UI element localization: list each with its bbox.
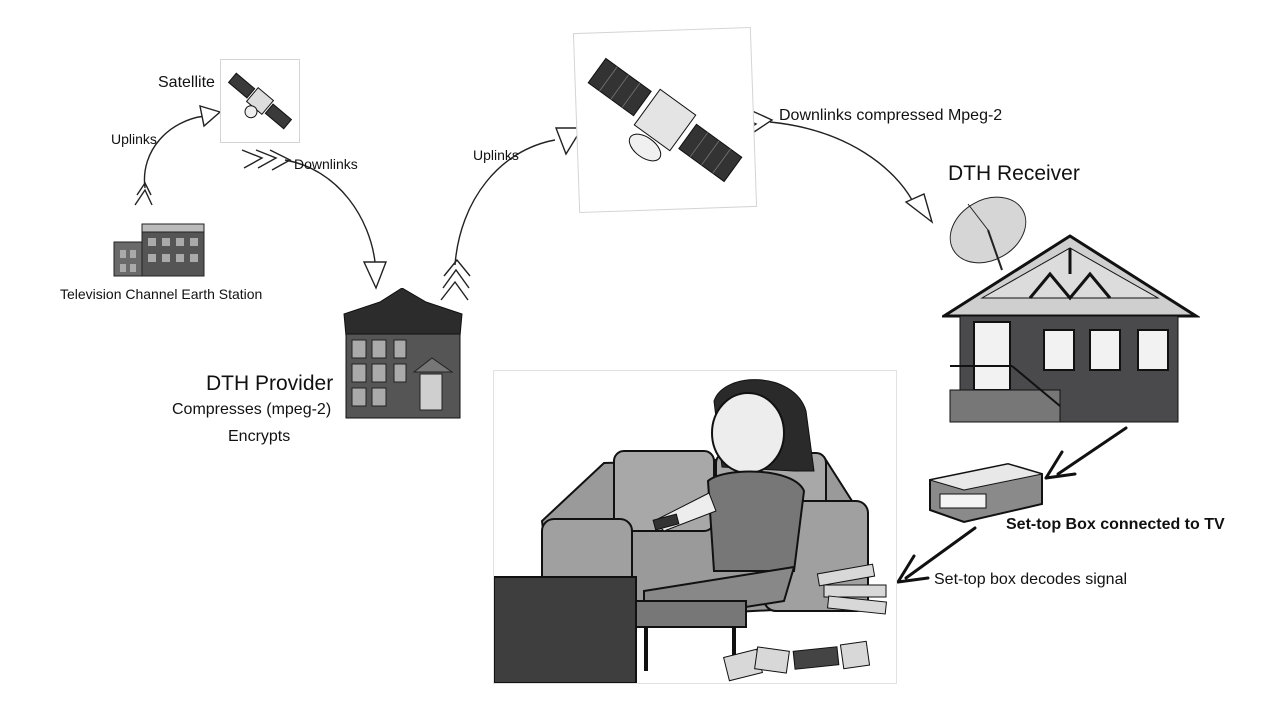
settop-to-tv-arrow: [904, 526, 977, 580]
dth-provider-label: DTH Provider: [206, 372, 334, 395]
tv-scene-frame: [493, 370, 897, 684]
earth-station-building-icon: [113, 223, 205, 277]
set-top-box-icon: [929, 462, 1043, 524]
satellite-small-frame: [220, 59, 300, 143]
settop-decodes-label: Set-top box decodes signal: [934, 571, 1128, 588]
dth-receiver-label: DTH Receiver: [948, 162, 1080, 185]
uplink-arrow-left: [143, 115, 206, 189]
uplink-arrow-center: [454, 139, 556, 266]
uplinks-left-label: Uplinks: [111, 131, 157, 147]
provider-compresses-label: Compresses (mpeg-2): [172, 401, 332, 418]
dth-provider-house-icon: [343, 288, 463, 419]
satellite-large-frame: [572, 26, 758, 214]
downlink-arrowhead-right: [904, 193, 934, 224]
house-to-settop-arrow: [1056, 426, 1128, 476]
person-watching-tv-illustration: [493, 379, 888, 684]
satellite-small-label: Satellite: [158, 74, 215, 91]
downlink-arrow-right: [769, 121, 913, 201]
settop-connected-label: Set-top Box connected to TV: [1006, 516, 1225, 533]
uplinks-center-label: Uplinks: [473, 147, 519, 163]
earth-station-label: Television Channel Earth Station: [60, 286, 263, 302]
provider-encrypts-label: Encrypts: [228, 428, 291, 445]
receiver-house-icon: [942, 234, 1200, 423]
uplink-arrowhead-left: [199, 104, 222, 128]
downlinks-compressed-label: Downlinks compressed Mpeg-2: [779, 107, 1003, 124]
satellite-small-icon: [227, 72, 293, 130]
downlink-arrowhead-left: [362, 261, 388, 290]
downlinks-left-label: Downlinks: [294, 156, 358, 172]
dish-antenna-icon: [949, 196, 1027, 271]
downlink-arrow-left: [284, 159, 376, 263]
satellite-large-icon: [587, 57, 743, 183]
